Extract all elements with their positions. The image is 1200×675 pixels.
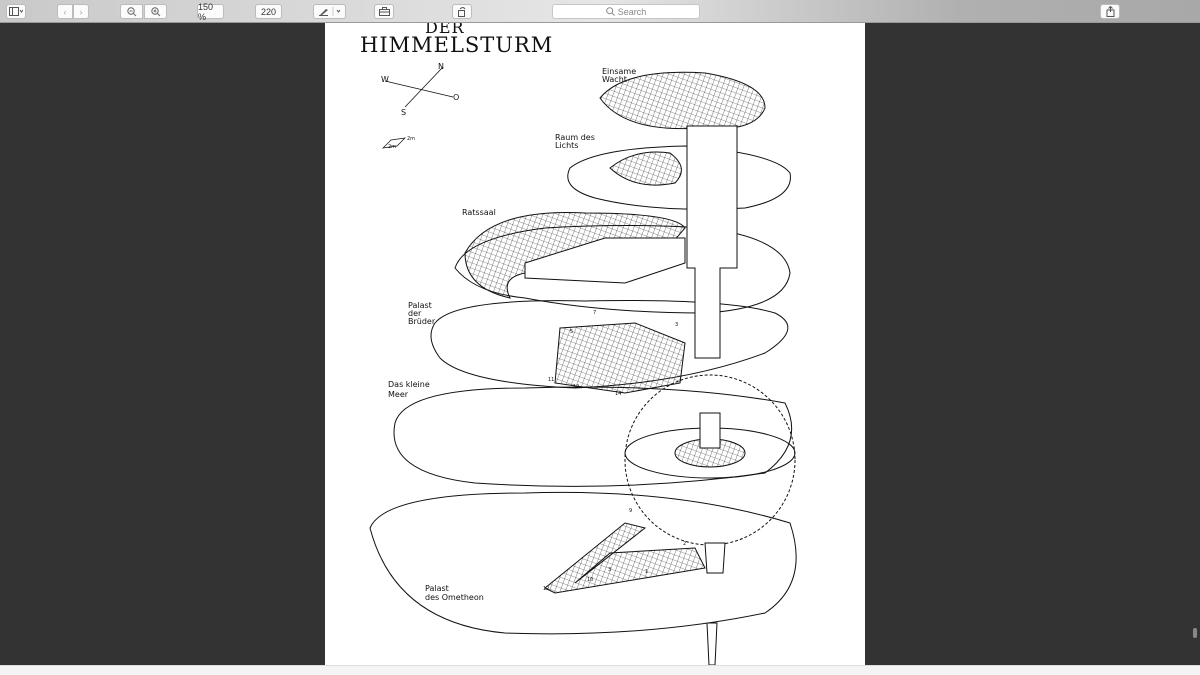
status-bar: [0, 665, 1200, 675]
room-number: 12: [543, 586, 550, 592]
room-number: 3: [608, 567, 612, 573]
room-number: 14: [615, 391, 622, 397]
next-button[interactable]: ›: [73, 4, 89, 19]
label-ometheon: des Ometheon: [425, 593, 484, 602]
label-meer1: Das kleine: [388, 380, 430, 389]
search-input[interactable]: Search: [552, 4, 700, 19]
toolbox-button[interactable]: [374, 4, 394, 19]
label-palast2: Palast: [425, 584, 449, 593]
compass-n: N: [438, 62, 444, 71]
room-number: 9: [629, 508, 633, 514]
page-number-field[interactable]: 220: [255, 4, 282, 19]
room-number: 3: [675, 322, 679, 328]
title-der: DER: [425, 23, 465, 37]
label-meer2: Meer: [388, 390, 409, 399]
label-der: der: [408, 309, 422, 318]
room-number: 11: [548, 377, 555, 383]
share-icon: [1106, 6, 1114, 17]
label-wacht: Wacht: [602, 75, 627, 84]
label-palast1: Palast: [408, 301, 432, 310]
sphere: [624, 374, 796, 546]
label-einsame: Einsame: [602, 67, 637, 76]
label-raum: Raum des: [555, 133, 595, 142]
compass-o: O: [453, 93, 460, 102]
room-number: 2: [683, 541, 687, 547]
compass-w: W: [381, 75, 389, 84]
room-number: 12: [573, 384, 580, 390]
pen-icon: [318, 7, 340, 16]
tower-column: [686, 125, 738, 359]
level-einsame-wacht: [599, 71, 766, 130]
zoom-in-button[interactable]: [144, 4, 167, 19]
share-button[interactable]: [1100, 4, 1120, 19]
chevron-right-icon: ›: [79, 6, 83, 17]
page-title: HIMMELSTURM: [360, 33, 554, 57]
room-number: 5: [570, 329, 574, 335]
cloud-das-kleine-meer: [393, 386, 793, 487]
compass-s: S: [401, 108, 407, 117]
search-placeholder: Search: [617, 6, 647, 17]
room-number: 10: [587, 577, 594, 583]
zoom-out-icon: [126, 6, 136, 16]
cloud-palast-des-ometheon: [369, 491, 797, 635]
label-brueder: Brüder: [408, 317, 436, 326]
toolbar: ‹ › 150 % 220 Search: [0, 0, 1200, 23]
label-lichts: Lichts: [555, 141, 579, 150]
zoom-out-button[interactable]: [120, 4, 143, 19]
zoom-in-icon: [150, 6, 160, 16]
cloud-palast-der-brueder: [430, 300, 789, 389]
rotate-button[interactable]: [452, 4, 472, 19]
cloud-raum-des-lichts: [567, 145, 791, 210]
chevron-left-icon: ‹: [63, 6, 67, 17]
scale-a: 2m: [407, 136, 416, 142]
label-ratssaal: Ratssaal: [462, 208, 496, 217]
map-drawing: [369, 66, 797, 665]
rotate-icon: [458, 7, 466, 17]
previous-button[interactable]: ‹: [57, 4, 73, 19]
scale-icon: [382, 137, 406, 149]
room-number: 7: [593, 310, 597, 316]
toolbox-icon: [378, 7, 390, 16]
scale-b: 2m: [388, 144, 397, 150]
room-number: 1: [645, 569, 649, 575]
search-icon: [605, 7, 615, 16]
sidebar-toggle-button[interactable]: [6, 4, 26, 19]
document-page: DER HIMMELSTURM N W O S 2m 2m Einsame Wa…: [325, 23, 865, 665]
markup-button[interactable]: [313, 4, 346, 19]
vertical-scrollbar[interactable]: [1193, 628, 1197, 638]
zoom-level-field[interactable]: 150 %: [197, 2, 224, 22]
sidebar-icon: [9, 7, 23, 16]
compass-rose: [384, 66, 454, 108]
